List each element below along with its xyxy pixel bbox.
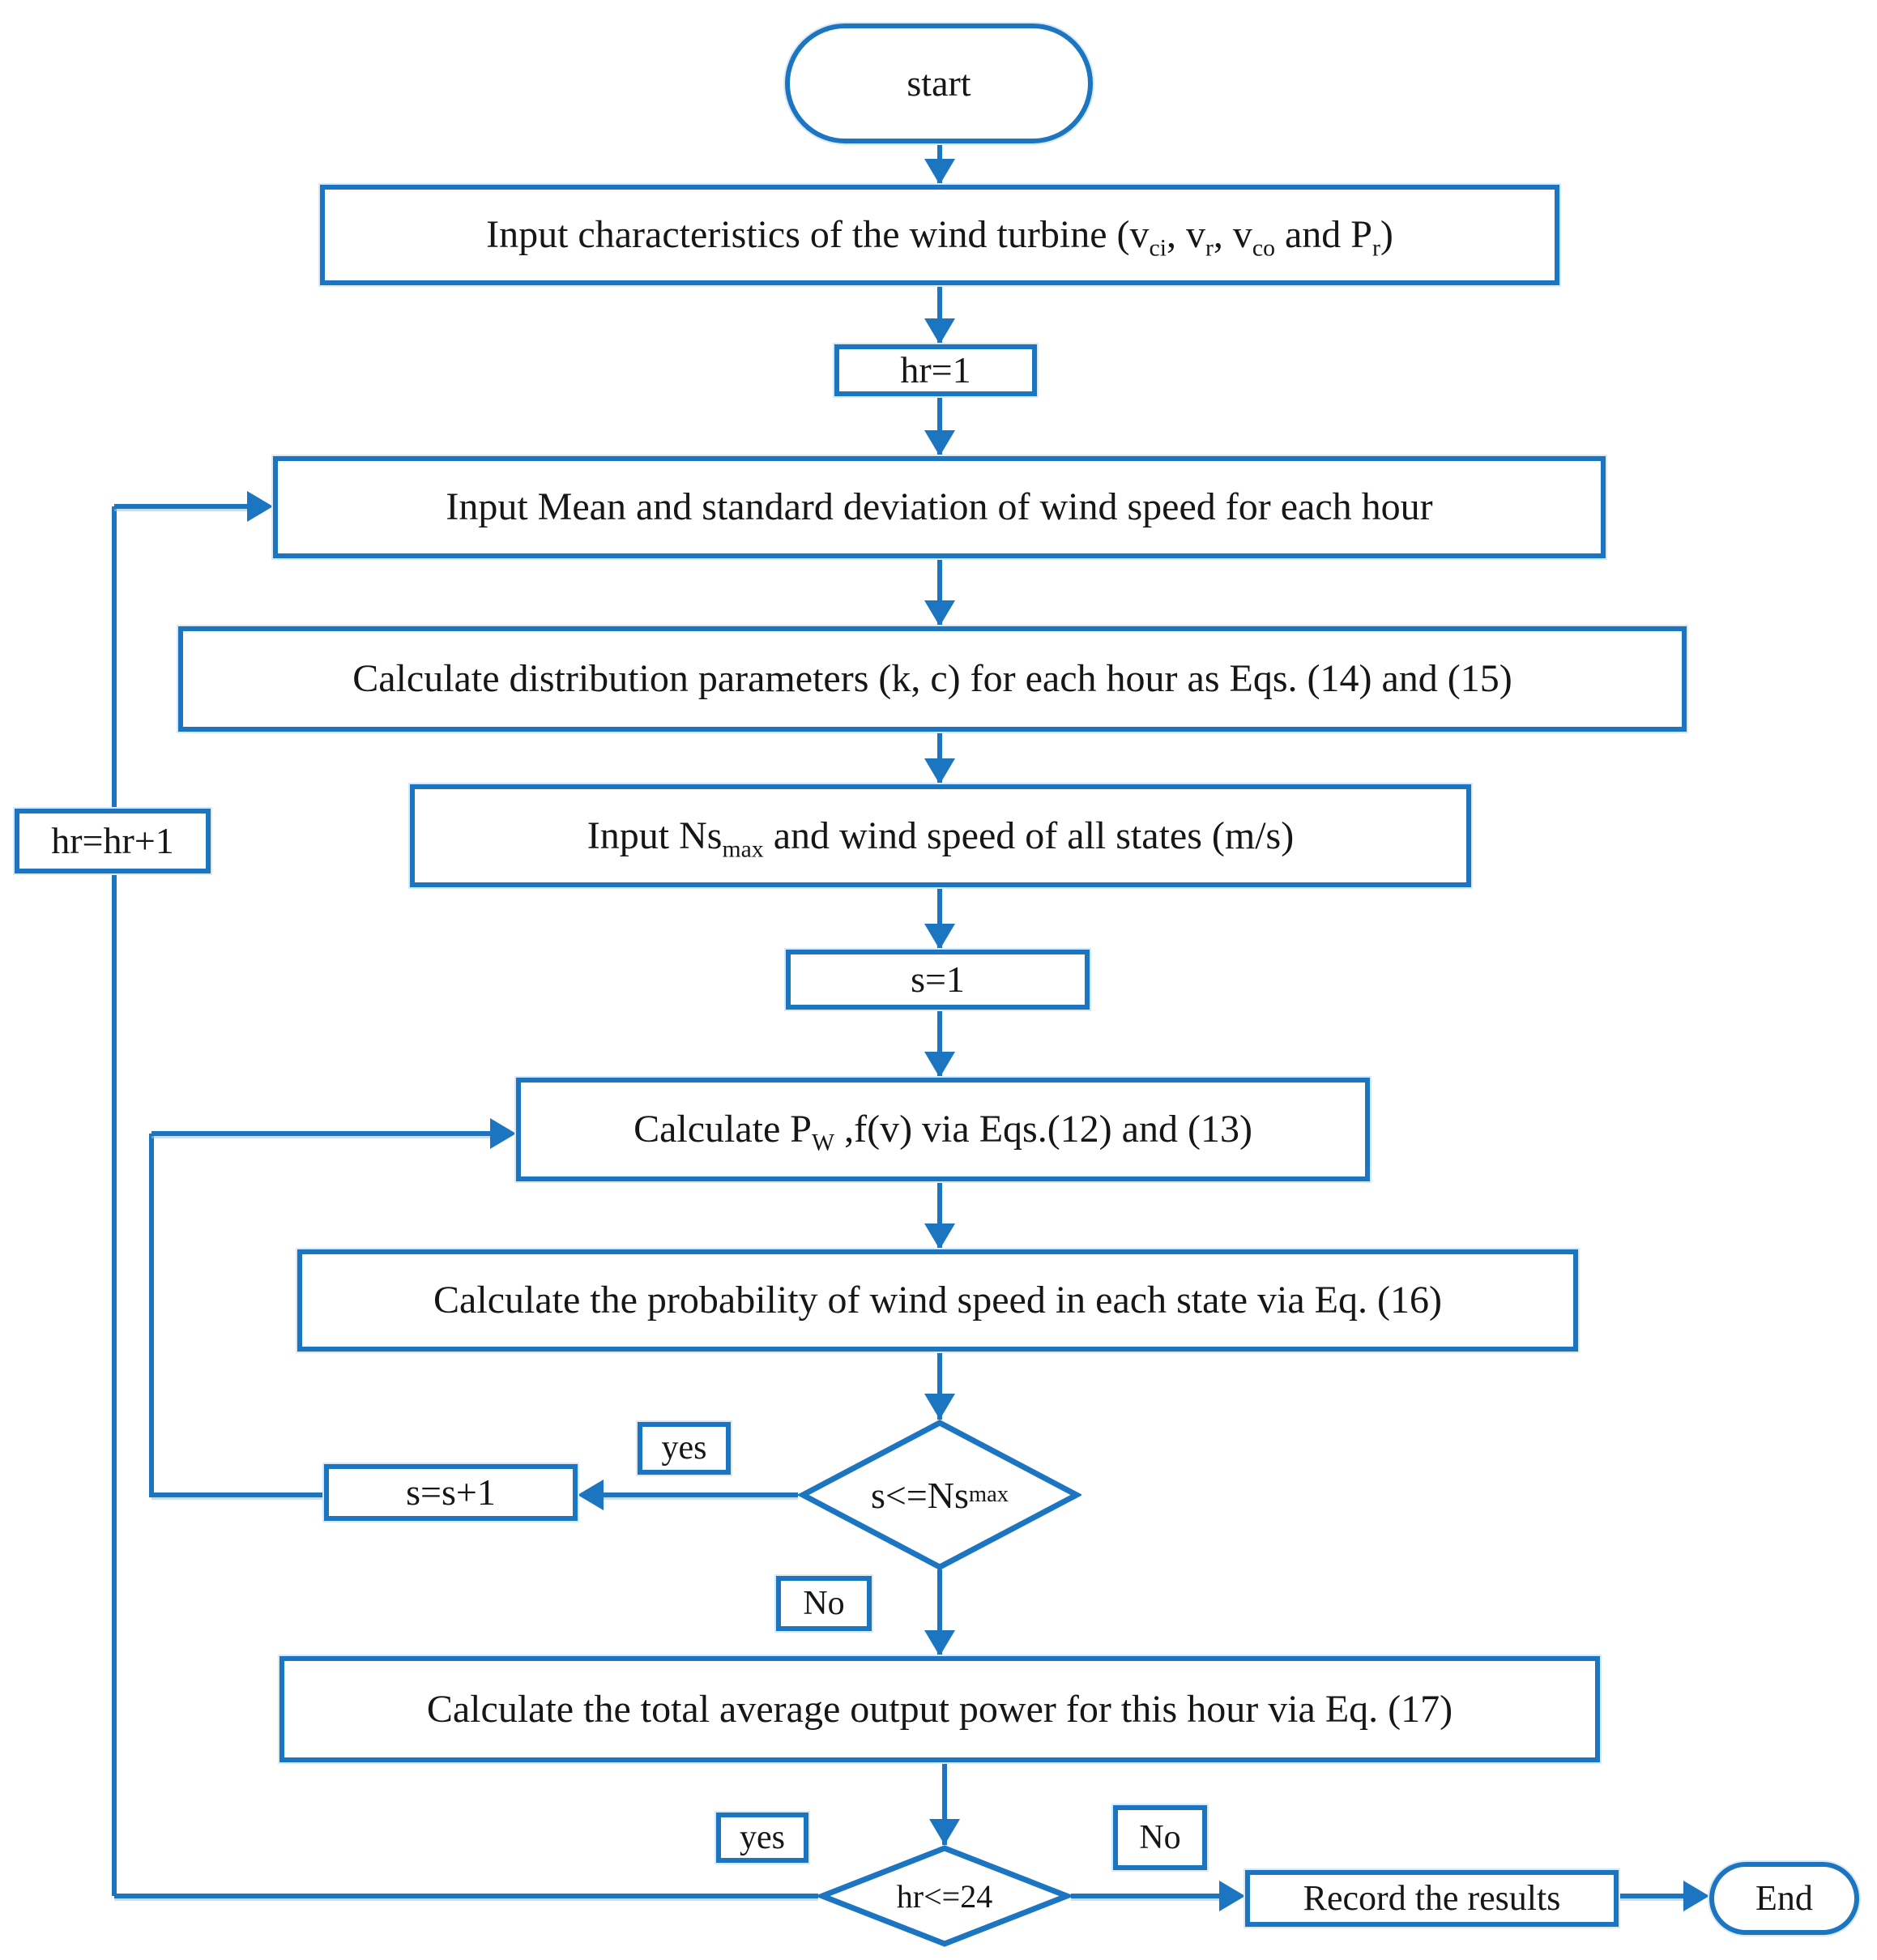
edge-calc-pw-to-calc-probability xyxy=(937,1181,942,1249)
process-calc-probability-label: Calculate the probability of wind speed … xyxy=(433,1279,1442,1322)
process-hr-increment: hr=hr+1 xyxy=(15,809,211,873)
edge-s-increment-loop-top xyxy=(151,1131,492,1136)
arrowhead-down-icon xyxy=(924,924,955,950)
process-s-init: s=1 xyxy=(786,950,1090,1010)
edge-decision-s-no-to-calc-total xyxy=(937,1569,942,1656)
arrowhead-right-icon xyxy=(490,1118,516,1149)
arrowhead-right-icon xyxy=(247,491,273,522)
process-input-mean: Input Mean and standard deviation of win… xyxy=(273,456,1606,558)
edge-label-s-yes: yes xyxy=(638,1422,731,1475)
edge-hr-loop-top xyxy=(114,504,249,509)
edge-label-s-yes-text: yes xyxy=(661,1429,707,1467)
process-hr-increment-label: hr=hr+1 xyxy=(51,819,174,861)
process-calc-distribution: Calculate distribution parameters (k, c)… xyxy=(178,626,1687,732)
edge-calc-total-to-decision-hr xyxy=(942,1762,947,1845)
start-terminator: start xyxy=(785,23,1093,143)
diamond-shape xyxy=(818,1845,1071,1947)
edge-s-increment-loop-bottom xyxy=(151,1492,324,1497)
edge-s-increment-loop-vertical xyxy=(149,1134,154,1497)
edge-label-hr-no: No xyxy=(1113,1805,1207,1870)
end-label: End xyxy=(1755,1877,1813,1918)
process-record-results-label: Record the results xyxy=(1303,1877,1561,1918)
process-input-characteristics-label: Input characteristics of the wind turbin… xyxy=(486,213,1393,262)
edge-label-hr-yes: yes xyxy=(716,1813,808,1863)
edge-label-hr-yes-text: yes xyxy=(740,1818,785,1856)
process-calc-pw: Calculate PW ,f(v) via Eqs.(12) and (13) xyxy=(516,1078,1370,1181)
arrowhead-down-icon xyxy=(924,1630,955,1656)
process-calc-total: Calculate the total average output power… xyxy=(279,1656,1600,1762)
edge-decision-hr-yes-bottom xyxy=(114,1894,818,1898)
process-hr-init-label: hr=1 xyxy=(900,348,971,391)
process-calc-pw-label: Calculate PW ,f(v) via Eqs.(12) and (13) xyxy=(633,1108,1252,1156)
process-s-increment: s=s+1 xyxy=(324,1464,578,1521)
arrowhead-down-icon xyxy=(924,758,955,784)
process-input-ns: Input Nsmax and wind speed of all states… xyxy=(410,784,1471,887)
edge-label-hr-no-text: No xyxy=(1139,1818,1181,1856)
arrowhead-down-icon xyxy=(924,159,955,185)
edge-label-s-no: No xyxy=(776,1576,872,1631)
start-label: start xyxy=(907,62,971,104)
edge-decision-s-yes-to-s-increment xyxy=(602,1492,798,1497)
process-record-results: Record the results xyxy=(1245,1870,1619,1927)
process-input-characteristics: Input characteristics of the wind turbin… xyxy=(320,185,1559,285)
decision-hr-label: hr<=24 xyxy=(896,1877,993,1915)
edge-s-init-to-calc-pw xyxy=(937,1010,942,1078)
edge-hr-loop-vertical xyxy=(112,506,117,1896)
process-hr-init: hr=1 xyxy=(834,344,1037,396)
edge-input-mean-to-calc-distribution xyxy=(937,558,942,626)
edge-calc-distribution-to-input-ns xyxy=(937,732,942,784)
diamond-shape xyxy=(798,1420,1081,1570)
arrowhead-down-icon xyxy=(924,1394,955,1420)
arrowhead-right-icon xyxy=(1219,1881,1245,1911)
arrowhead-down-icon xyxy=(924,430,955,456)
edge-record-to-end xyxy=(1619,1894,1685,1898)
process-calc-probability: Calculate the probability of wind speed … xyxy=(297,1249,1578,1352)
edge-input-ns-to-s-init xyxy=(937,887,942,950)
process-calc-distribution-label: Calculate distribution parameters (k, c)… xyxy=(352,657,1512,701)
arrowhead-left-icon xyxy=(578,1480,604,1510)
arrowhead-down-icon xyxy=(924,1223,955,1249)
arrowhead-down-icon xyxy=(924,1052,955,1078)
process-s-init-label: s=1 xyxy=(911,958,965,1000)
end-terminator: End xyxy=(1709,1862,1859,1935)
process-input-mean-label: Input Mean and standard deviation of win… xyxy=(446,485,1433,529)
process-s-increment-label: s=s+1 xyxy=(406,1471,496,1513)
arrowhead-down-icon xyxy=(924,318,955,344)
decision-hr-diamond: hr<=24 xyxy=(818,1845,1071,1947)
process-calc-total-label: Calculate the total average output power… xyxy=(426,1687,1453,1731)
edge-decision-hr-no-to-record xyxy=(1071,1894,1221,1898)
edge-hr-init-to-input-mean xyxy=(937,396,942,456)
arrowhead-right-icon xyxy=(1683,1881,1709,1911)
process-input-ns-label: Input Nsmax and wind speed of all states… xyxy=(587,813,1295,863)
edge-label-s-no-text: No xyxy=(803,1584,845,1622)
arrowhead-down-icon xyxy=(924,600,955,626)
edge-input-characteristics-to-hr-init xyxy=(937,285,942,344)
edge-calc-probability-to-decision-s xyxy=(937,1352,942,1420)
arrowhead-down-icon xyxy=(929,1819,960,1845)
